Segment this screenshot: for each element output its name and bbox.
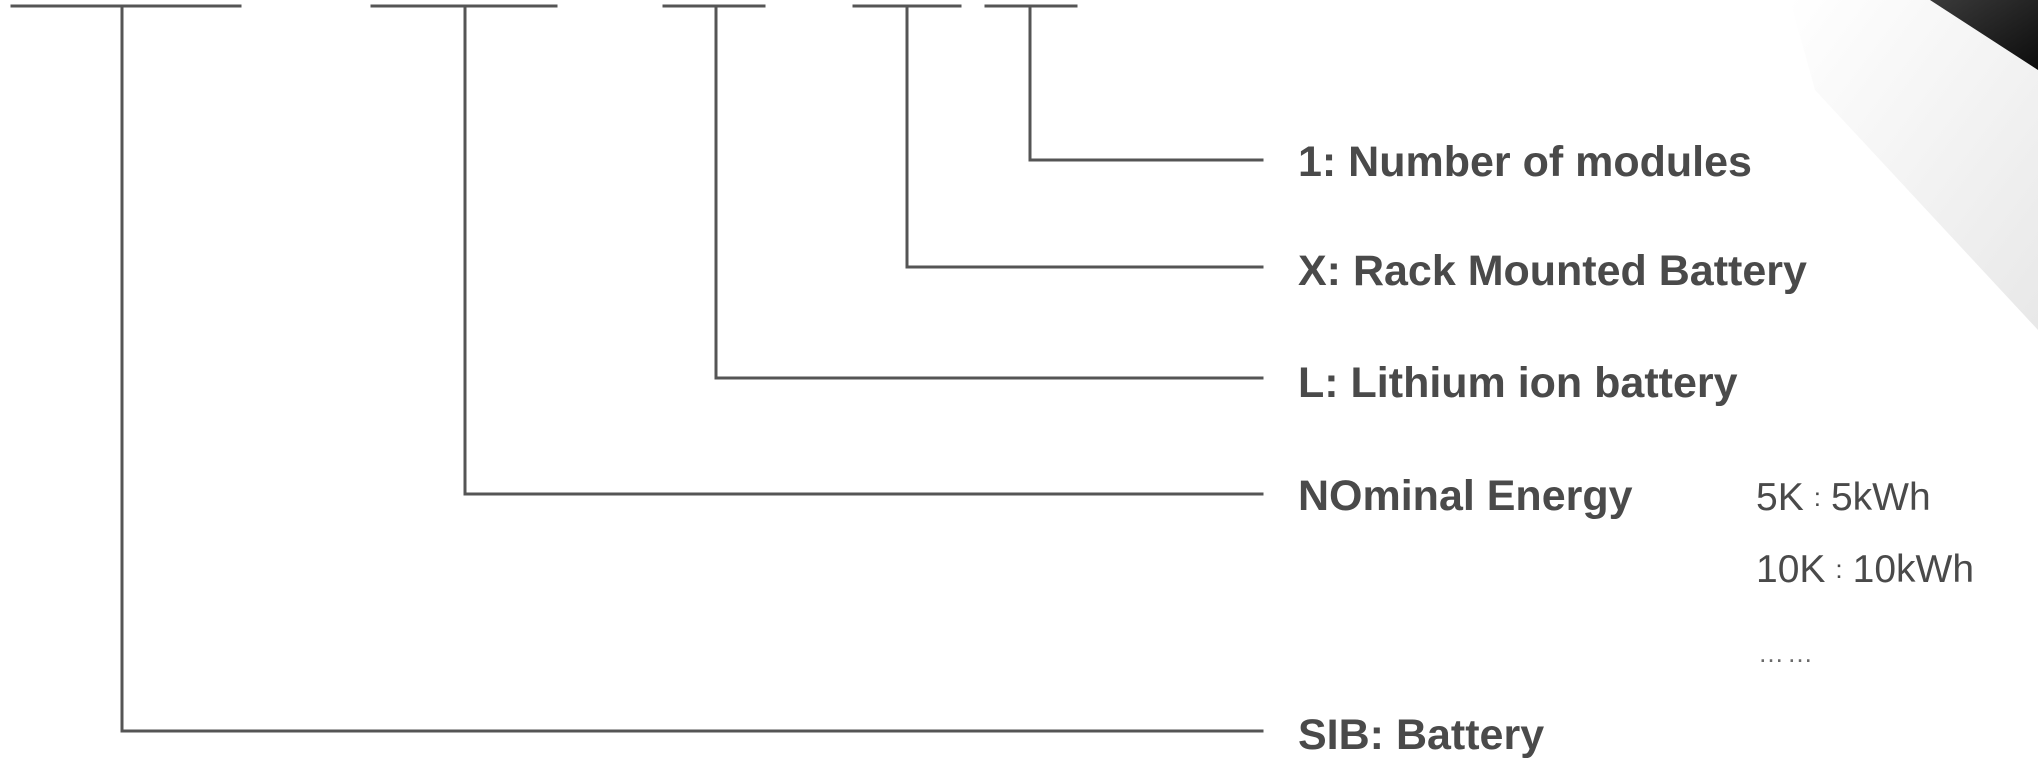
energy-option-separator: :: [1813, 482, 1821, 512]
label-rack-mounted-battery: X: Rack Mounted Battery: [1298, 247, 1807, 295]
connector-rack: [905, 4, 1264, 269]
energy-option-5k: 5K:5kWh: [1756, 478, 1931, 517]
energy-option-code: 10K: [1756, 548, 1826, 591]
product-panel-shape: [1790, 0, 2038, 330]
label-number-of-modules: 1: Number of modules: [1298, 138, 1752, 186]
energy-more-options-ellipsis: ……: [1758, 638, 1816, 668]
label-lithium-ion-battery: L: Lithium ion battery: [1298, 359, 1738, 407]
energy-option-value: 5kWh: [1830, 476, 1931, 519]
energy-option-10k: 10K:10kWh: [1756, 550, 1974, 589]
energy-option-value: 10kWh: [1852, 548, 1975, 591]
connector-modules: [1028, 4, 1264, 162]
label-nominal-energy: NOminal Energy: [1298, 472, 1633, 520]
label-sib-battery: SIB: Battery: [1298, 711, 1545, 759]
product-dark-edge: [1930, 0, 2038, 70]
energy-option-code: 5K: [1756, 476, 1804, 519]
energy-option-separator: :: [1835, 554, 1843, 584]
connector-sib: [120, 4, 1264, 733]
connector-lithium: [714, 4, 1264, 380]
connector-energy: [463, 4, 1264, 496]
